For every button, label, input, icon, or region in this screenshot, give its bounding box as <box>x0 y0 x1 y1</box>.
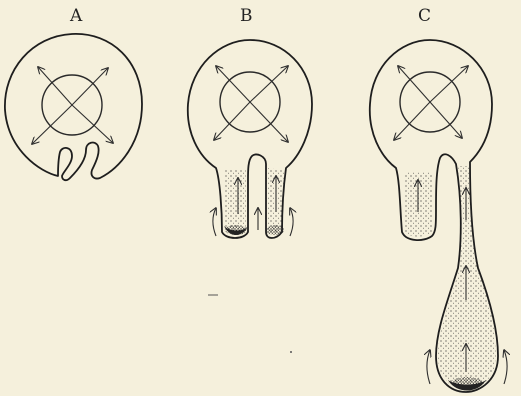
panel-a-arrow-down-left <box>32 105 72 144</box>
panel-a-arrow-up-right <box>72 68 108 105</box>
stray-dot <box>290 351 292 353</box>
panel-c-long-tip-shade <box>451 377 483 389</box>
panel-b-left-lobe-stipple <box>224 170 246 233</box>
panel-b-left-outer-arrow <box>213 208 216 236</box>
panel-c-arrow-up-left <box>398 66 430 102</box>
panel-b-cell-outline <box>188 40 312 238</box>
panel-b-arrow-down-left <box>214 102 250 140</box>
panel-c <box>370 40 507 392</box>
panel-b <box>188 40 312 238</box>
panel-b-right-outer-arrow <box>290 208 293 236</box>
panel-b-right-tip-shade <box>266 225 284 235</box>
panel-a-arrow-down-right <box>72 105 113 143</box>
panel-b-arrow-down-right <box>250 102 288 142</box>
panel-b-arrow-up-right <box>250 66 288 102</box>
panel-c-long-lobe-stipple <box>438 166 496 390</box>
panel-c-arrow-down-right <box>430 102 462 138</box>
panel-b-left-tip-shade <box>225 225 247 235</box>
panel-c-arrow-down-left <box>394 102 430 140</box>
panel-c-right-outer-arrow <box>504 350 507 384</box>
panel-c-arrow-up-right <box>430 66 468 102</box>
panel-a <box>5 34 142 180</box>
panel-c-left-outer-arrow <box>427 350 430 384</box>
